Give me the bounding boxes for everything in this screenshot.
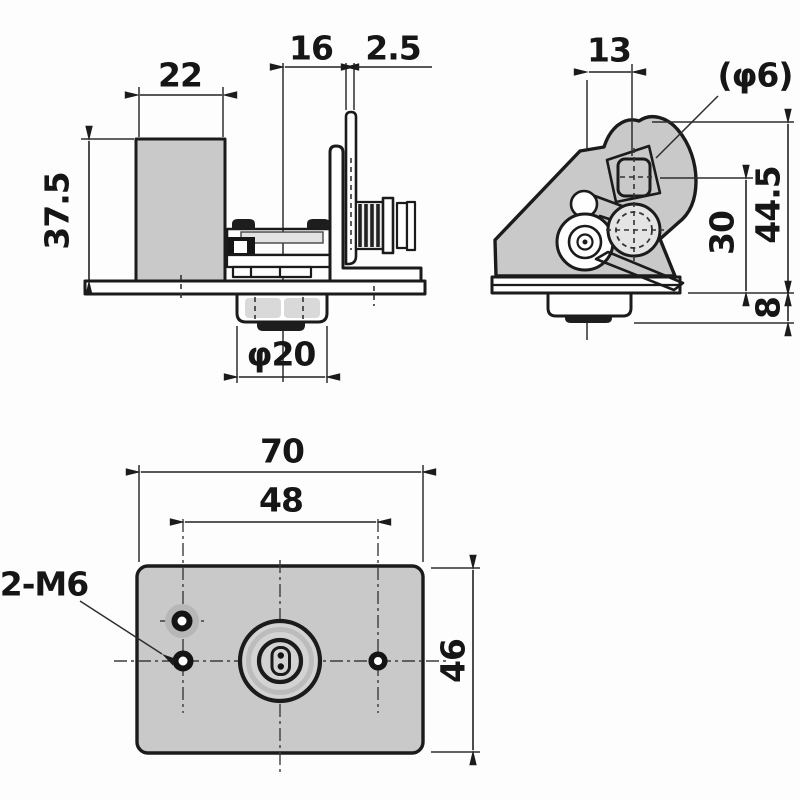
plan-view: 70 48 46 2-M6 <box>0 432 480 772</box>
plan-cam-dot-bottom <box>277 663 284 670</box>
plan-boss-middle <box>256 637 304 685</box>
dim-pin-center-height: 30 <box>703 211 742 255</box>
front-boss-insert-right <box>284 298 320 318</box>
plan-hole-upper-left <box>171 610 193 632</box>
dim-roller-offset: 13 <box>587 31 631 70</box>
dim-body-height: 37.5 <box>38 172 77 249</box>
front-adjuster-bar <box>395 201 409 250</box>
front-bolt-cap-left <box>232 219 255 229</box>
callout-thread: 2-M6 <box>0 565 88 604</box>
plan-dimensions: 70 48 46 2-M6 <box>0 432 480 766</box>
front-slide-band <box>225 253 332 269</box>
dim-plate-depth: 46 <box>434 639 473 683</box>
side-pin-notch <box>605 144 662 204</box>
leader-phi6 <box>655 95 719 159</box>
dim-lever-offset: 16 <box>289 29 333 68</box>
dim-hole-spacing: 48 <box>259 481 303 520</box>
front-l-bracket <box>328 144 423 283</box>
plan-boss-outer <box>237 618 323 704</box>
front-back-plate <box>134 137 227 283</box>
plan-cam-dot-top <box>277 652 284 659</box>
plan-boss-shade-ring <box>246 627 314 695</box>
side-roller-big-center <box>582 239 588 245</box>
dim-lever-thickness: 2.5 <box>365 29 420 68</box>
dim-overall-height: 44.5 <box>749 166 788 243</box>
front-dimensions: 22 16 2.5 37.5 φ20 <box>38 29 432 383</box>
front-view: 22 16 2.5 37.5 φ20 <box>38 29 432 383</box>
front-slide-band-lower <box>231 265 313 279</box>
leader-2m6 <box>79 600 177 666</box>
callout-pin-diameter: (φ6) <box>718 56 793 95</box>
front-keyway-slot <box>234 241 247 253</box>
front-spring-coil <box>355 200 385 251</box>
dim-plate-width: 70 <box>260 432 304 471</box>
plan-cam-keyhole <box>270 646 291 676</box>
side-boss-cylinder <box>546 291 633 318</box>
dim-back-plate-width: 22 <box>158 56 202 95</box>
front-spring-seat <box>381 196 395 255</box>
plan-part-geometry <box>114 519 447 772</box>
side-dimensions: 13 (φ6) 30 44.5 8 <box>573 31 794 337</box>
side-boss-collar <box>565 316 612 323</box>
side-view: 13 (φ6) 30 44.5 8 <box>490 31 794 340</box>
plan-hole-right <box>368 651 388 671</box>
side-part-geometry <box>490 80 698 340</box>
front-boss-collar <box>257 322 305 331</box>
dim-boss-diameter: φ20 <box>247 335 316 374</box>
side-link-upper <box>593 194 624 208</box>
side-roller-big-ring <box>567 224 603 260</box>
front-end-plate <box>405 200 417 252</box>
plan-hole-lower-left <box>172 650 194 672</box>
dim-base-boss-height: 8 <box>749 297 788 319</box>
front-bolt-cap-right <box>307 219 330 229</box>
front-part-geometry <box>83 63 427 382</box>
front-boss-insert-left <box>245 298 281 318</box>
side-latch-arm <box>594 250 685 292</box>
